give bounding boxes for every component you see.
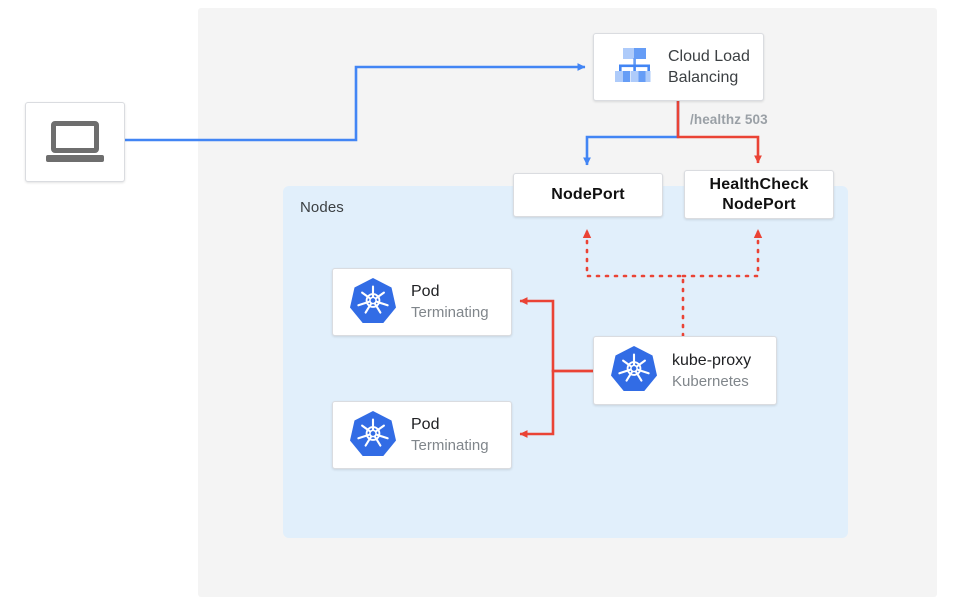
cloud-load-balancing-title: Cloud Load [668,48,750,65]
cloud-load-balancing-icon [610,45,654,90]
kubernetes-icon [349,409,397,462]
healthcheck-nodeport-title: HealthCheck [709,175,809,193]
laptop-icon [46,121,104,163]
healthz-edge-label: /healthz 503 [690,112,768,127]
pod-1-status: Terminating [411,304,489,321]
pod-2-status: Terminating [411,437,489,454]
cloud-load-balancing-subtitle: Balancing [668,69,739,86]
pod-1-title: Pod [411,283,440,300]
cloud-load-balancing-node[interactable]: Cloud Load Balancing [593,33,764,101]
nodes-region-label: Nodes [300,199,344,216]
pod-2-title: Pod [411,416,440,433]
kubernetes-icon [349,276,397,329]
nodeport-label: NodePort [551,186,625,203]
kube-proxy-subtitle: Kubernetes [672,372,749,390]
kube-proxy-title: kube-proxy [672,351,752,369]
healthcheck-nodeport-subtitle: NodePort [722,195,796,213]
kube-proxy-node[interactable]: kube-proxy Kubernetes [593,336,777,405]
pod-2-node[interactable]: Pod Terminating [332,401,512,469]
nodeport-node[interactable]: NodePort [513,173,663,217]
pod-1-node[interactable]: Pod Terminating [332,268,512,336]
healthcheck-nodeport-node[interactable]: HealthCheck NodePort [684,170,834,219]
client-node[interactable] [25,102,125,182]
kubernetes-icon [610,344,658,397]
